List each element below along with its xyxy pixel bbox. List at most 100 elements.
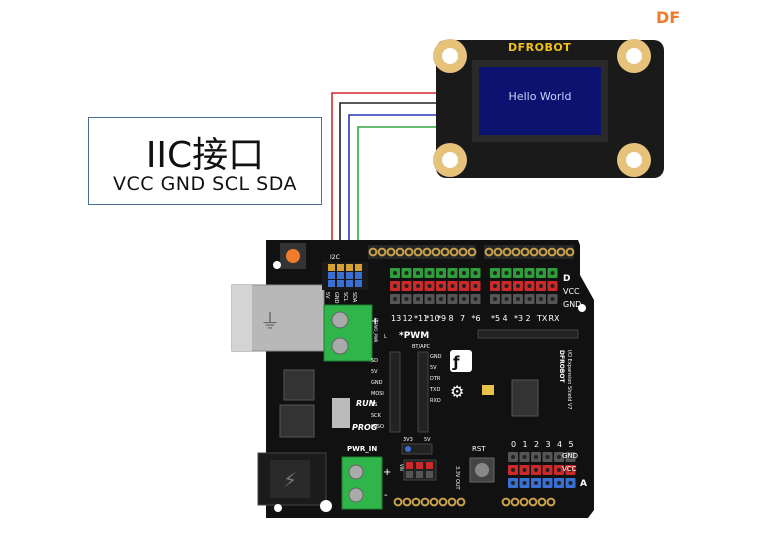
i2c-pin xyxy=(328,272,335,279)
gear-icon: ⚙ xyxy=(450,382,464,401)
digital-pin-label: *11 xyxy=(414,314,428,323)
digital-pin-label: 13 xyxy=(391,314,401,323)
i2c-pin xyxy=(337,272,344,279)
header-pin xyxy=(386,247,396,257)
pwr-in-terminal xyxy=(341,456,383,510)
i2c-pin xyxy=(346,264,353,271)
analog-gnd: GND xyxy=(562,452,578,460)
right-header-label: RXD xyxy=(430,398,441,404)
i2c-pin xyxy=(355,272,362,279)
header-pin xyxy=(447,497,457,507)
header-pin xyxy=(404,247,414,257)
i2c-pin xyxy=(337,280,344,287)
header-pin xyxy=(368,247,378,257)
header-pin xyxy=(501,497,511,507)
right-header-label: GND xyxy=(430,354,442,360)
svg-text:ƒ: ƒ xyxy=(452,353,460,371)
right-header-label: 5V xyxy=(430,365,437,371)
right-header-label: DTR xyxy=(430,376,441,382)
board-labels: I2C D VCC GND *PWM BT/APC RUN PROG PWR_I… xyxy=(330,254,587,501)
header-pin xyxy=(538,247,548,257)
run-prog-switch xyxy=(332,398,350,428)
left-header-label: MISO xyxy=(371,424,384,430)
header-pin xyxy=(546,497,556,507)
wires xyxy=(331,92,436,262)
header-pin xyxy=(422,247,432,257)
reset-button-top xyxy=(286,249,300,263)
run-label: RUN xyxy=(356,399,376,408)
iic-label: I2C xyxy=(330,254,340,261)
brand-watermark: DF xyxy=(656,8,681,27)
bt-label: BT/APC xyxy=(412,344,431,350)
side-text: I/O Expansion Shield V7 xyxy=(566,350,572,410)
header-pin xyxy=(449,247,459,257)
header-pin xyxy=(393,497,403,507)
servo-label: SERVO_PWR xyxy=(373,318,378,343)
expansion-board: ⏚ ⚡ xyxy=(231,240,594,518)
prog-label: PROG xyxy=(352,423,378,432)
i2c-pin xyxy=(337,264,344,271)
header-pin xyxy=(395,247,405,257)
analog-pin-label: 0 xyxy=(511,440,516,449)
plus-sign-2: + xyxy=(383,467,391,478)
header-pin xyxy=(502,247,512,257)
minus-sign: - xyxy=(384,490,388,501)
l-label: L xyxy=(384,334,387,340)
wire-sda xyxy=(357,126,436,262)
i2c-pin-label: SDA xyxy=(351,292,357,303)
header-pin xyxy=(520,247,530,257)
wire-scl xyxy=(348,114,436,262)
left-header-label: GND xyxy=(371,380,383,386)
i2c-pin-label: SCL xyxy=(342,292,348,302)
digital-pin-label: *6 xyxy=(472,314,481,323)
left-header-label: 5V xyxy=(371,369,378,375)
left-header-label: SD xyxy=(371,358,378,364)
analog-pin-label: 1 xyxy=(523,440,528,449)
header-pin xyxy=(456,497,466,507)
header-pin xyxy=(510,497,520,507)
digital-pin-label: 4 xyxy=(503,314,508,323)
header-pin xyxy=(429,497,439,507)
row-label-gnd: GND xyxy=(563,300,581,309)
iic-title: IIC接口 xyxy=(145,135,265,176)
header-pin xyxy=(519,497,529,507)
header-pin xyxy=(511,247,521,257)
i2c-pin xyxy=(355,280,362,287)
rst-label: RST xyxy=(472,445,486,453)
header-pin xyxy=(377,247,387,257)
left-header-label: SCK xyxy=(371,413,382,419)
left-header-label: SS xyxy=(371,402,377,408)
header-pin xyxy=(411,497,421,507)
right-header-label: TXD xyxy=(429,387,440,393)
i2c-pin xyxy=(328,264,335,271)
pwr-in-label: PWR_IN xyxy=(347,445,377,453)
iic-pin-names: VCC GND SCL SDA xyxy=(113,173,297,195)
header-pin xyxy=(556,247,566,257)
plus-sign: + xyxy=(371,316,379,327)
i2c-pin-label: 5V xyxy=(324,292,330,299)
header-pin xyxy=(529,247,539,257)
row-label-d: D xyxy=(563,274,570,284)
oled-brand-logo: DFROBOT xyxy=(508,41,572,54)
digital-pin-label: 12 xyxy=(403,314,413,323)
i2c-pin xyxy=(328,280,335,287)
usb-icon: ⏚ xyxy=(260,309,280,333)
digital-pin-label: *5 xyxy=(491,314,500,323)
v5-label: 5V xyxy=(424,437,431,443)
header-pin xyxy=(484,247,494,257)
digital-pin-label: 8 xyxy=(449,314,454,323)
analog-pin-label: 2 xyxy=(534,440,539,449)
digital-pin-label: RX xyxy=(549,314,561,323)
header-pin xyxy=(402,497,412,507)
digital-pin-label: TX xyxy=(536,314,548,323)
header-pin xyxy=(565,247,575,257)
digital-pin-label: *3 xyxy=(514,314,523,323)
i2c-pin xyxy=(346,280,353,287)
oled-screen-text: Hello World xyxy=(508,90,572,103)
header-pin xyxy=(438,497,448,507)
vin-label: VIN xyxy=(399,464,404,471)
header-pin xyxy=(547,247,557,257)
i2c-pin xyxy=(346,272,353,279)
header-pin xyxy=(440,247,450,257)
